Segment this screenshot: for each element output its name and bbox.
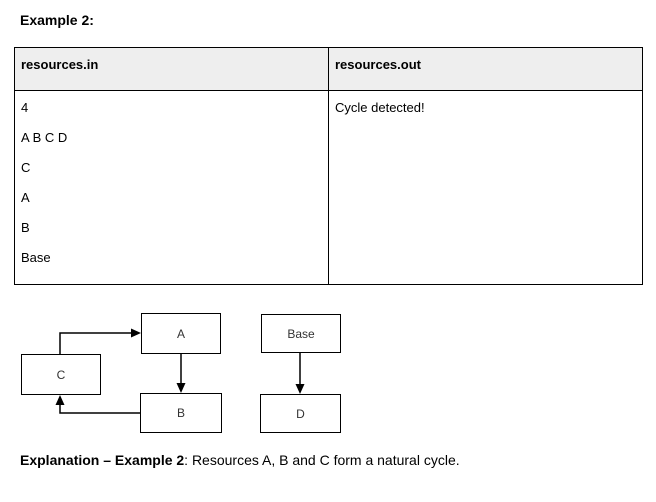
table-row: 4 A B C D C A B Base Cycle detected!: [14, 90, 643, 285]
input-line: Base: [21, 250, 51, 265]
arrowhead-c-to-a: [131, 328, 141, 338]
arrowhead-a-to-b: [176, 383, 186, 393]
edge-c-to-a: [59, 332, 133, 354]
input-line: B: [21, 220, 30, 235]
col-header-resources-out: resources.out: [328, 47, 643, 91]
explanation-rest: : Resources A, B and C form a natural cy…: [184, 452, 460, 468]
col-header-resources-in: resources.in: [14, 47, 329, 91]
node-A: A: [141, 313, 221, 354]
arrowhead-base-to-d: [295, 384, 305, 394]
io-table: resources.in resources.out 4 A B C D C A…: [14, 47, 643, 285]
input-line: 4: [21, 100, 29, 115]
explanation-bold: Explanation – Example 2: [20, 452, 185, 468]
input-line: A: [21, 190, 30, 205]
node-C: C: [21, 354, 101, 395]
output-line: Cycle detected!: [335, 100, 425, 115]
edge-b-to-c: [59, 403, 140, 414]
node-D: D: [260, 394, 341, 433]
node-B: B: [140, 393, 222, 433]
cell-resources-in: 4 A B C D C A B Base: [14, 90, 329, 285]
page-title: Example 2:: [20, 12, 94, 28]
input-line: C: [21, 160, 31, 175]
diagram-arrows: [55, 328, 305, 414]
cell-resources-out: Cycle detected!: [328, 90, 643, 285]
node-Base: Base: [261, 314, 341, 353]
arrowhead-b-to-c: [55, 395, 65, 405]
io-table-header-row: resources.in resources.out: [14, 47, 643, 91]
input-line: A B C D: [21, 130, 68, 145]
explanation-text: Explanation – Example 2: Resources A, B …: [20, 452, 460, 469]
